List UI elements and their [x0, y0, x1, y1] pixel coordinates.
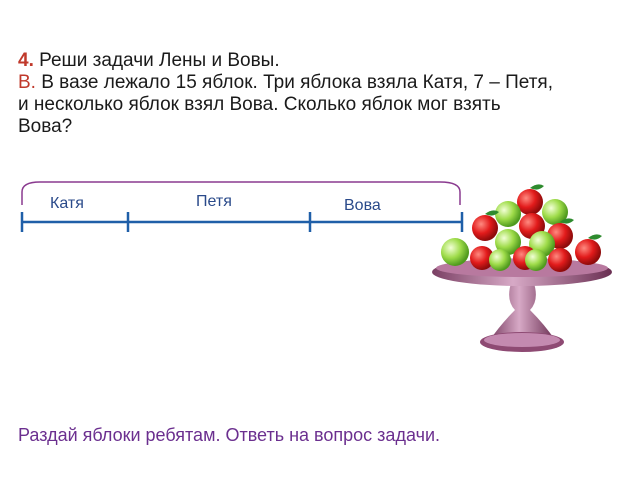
total-brace	[21, 181, 461, 205]
segment-diagram: Катя Петя Вова	[20, 181, 464, 232]
task-problem-line-1: В. В вазе лежало 15 яблок. Три яблока вз…	[18, 72, 628, 94]
segment-label-vova: Вова	[344, 197, 381, 214]
task-number: 4.	[18, 50, 34, 71]
task-header: 4. Реши задачи Лены и Вовы.	[18, 50, 628, 72]
task-line-1-text: В вазе лежало 15 яблок. Три яблока взяла…	[41, 72, 553, 93]
instruction-text: Раздай яблоки ребятам. Ответь на вопрос …	[18, 425, 440, 445]
apple-bowl-icon	[432, 184, 612, 352]
task-problem-line-3: Вова?	[18, 116, 73, 137]
task-title: Реши задачи Лены и Вовы.	[39, 50, 280, 71]
task-problem-line-2: и несколько яблок взял Вова. Сколько ябл…	[18, 94, 501, 115]
task-text: 4. Реши задачи Лены и Вовы. В. В вазе ле…	[18, 50, 628, 138]
segment-label-katya: Катя	[50, 195, 84, 212]
task-variant: В.	[18, 72, 36, 93]
segment-label-petya: Петя	[196, 193, 232, 210]
